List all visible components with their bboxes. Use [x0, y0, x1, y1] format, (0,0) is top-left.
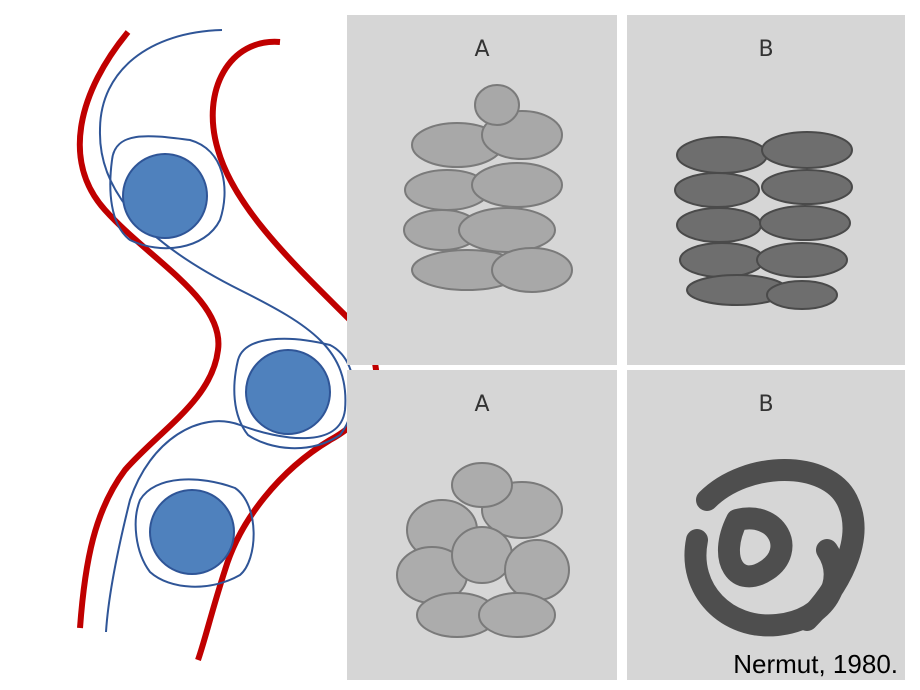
nucleosome-2 — [245, 349, 331, 435]
photo-panel-bottom-b: B — [627, 370, 905, 680]
panel-label: A — [474, 37, 490, 62]
chromatin-fiber-diagram — [76, 29, 380, 661]
histone-wrap-2 — [233, 337, 355, 450]
panel-label: B — [758, 392, 774, 417]
photo-panel-bottom-a: A — [347, 370, 617, 680]
citation-caption: Nermut, 1980. — [733, 649, 898, 679]
chromatin-model-image — [684, 459, 865, 637]
photo-panel-top-b: B — [627, 15, 905, 365]
red-boundary-left — [76, 30, 222, 629]
chromatin-model-image — [403, 84, 573, 293]
nucleosome-3 — [149, 489, 235, 575]
chromatin-model-image — [674, 131, 853, 310]
histone-wrap-1 — [109, 135, 226, 250]
panel-label: A — [474, 392, 490, 417]
nucleosome-1 — [122, 153, 208, 239]
panel-label: B — [758, 37, 774, 62]
chromatin-model-image — [396, 462, 570, 638]
photo-panel-top-a: A — [347, 15, 617, 365]
histone-wrap-3 — [134, 478, 255, 588]
dna-strand — [98, 29, 347, 633]
